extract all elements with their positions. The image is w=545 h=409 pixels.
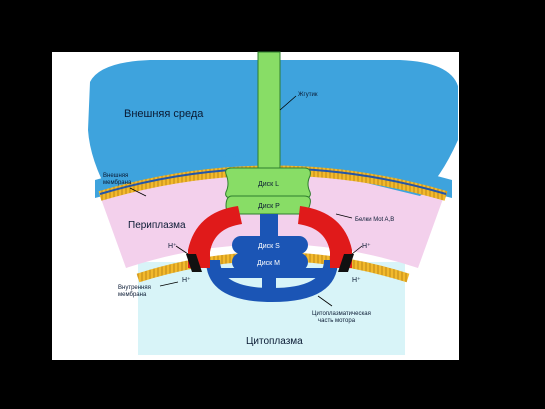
label-periplasm: Периплазма: [128, 220, 186, 231]
label-inner-membrane-line1: Внутренняя: [118, 285, 151, 291]
label-disk-s: Диск S: [258, 243, 280, 250]
mot-protein-left: [188, 206, 242, 268]
label-disk-l: Диск L: [258, 181, 279, 188]
motor-cross-bar: [215, 268, 331, 278]
leader-flagellum: [279, 95, 297, 111]
label-h-plus-in-left: H⁺: [182, 277, 191, 284]
leader-h-right: [351, 245, 363, 255]
label-cytoplasmic-motor-line2: часть мотора: [318, 318, 356, 324]
proton-channel-right: [338, 254, 354, 272]
label-outer-membrane-line1: Внешняя: [103, 173, 128, 179]
label-inner-membrane: Внутренняя мембрана: [118, 285, 153, 298]
label-outer-membrane-line2: мембрана: [103, 180, 132, 186]
label-h-plus-in-right: H⁺: [352, 277, 361, 284]
label-external-medium: Внешняя среда: [124, 108, 204, 120]
leader-inner-membrane: [159, 281, 179, 287]
label-mot-proteins: Белки Mot A,B: [355, 217, 394, 223]
label-h-plus-left: H⁺: [168, 243, 177, 250]
disk-s: [232, 236, 308, 254]
rod: [260, 214, 278, 236]
leader-mot: [335, 213, 353, 219]
label-inner-membrane-line2: мембрана: [118, 292, 147, 298]
label-outer-membrane: Внешняя мембрана: [103, 173, 132, 186]
cytoplasm-region: [138, 262, 405, 355]
leader-outer-membrane: [129, 187, 147, 197]
external-medium-lower: [95, 155, 452, 198]
cytoplasmic-motor-ring: [206, 260, 338, 302]
flagellum-hook: [257, 51, 281, 183]
proton-channel-left: [186, 254, 202, 272]
label-cytoplasm: Цитоплазма: [246, 336, 303, 347]
leader-cyto-motor: [317, 295, 333, 307]
mot-protein-right: [298, 206, 352, 268]
label-cytoplasmic-motor-line1: Цитоплазматическая: [312, 311, 371, 317]
disk-m: [232, 253, 308, 271]
label-disk-m: Диск M: [257, 260, 280, 267]
label-flagellum: Жгутик: [298, 92, 318, 98]
leader-h-left: [175, 245, 189, 255]
label-disk-p: Диск Р: [258, 203, 280, 210]
label-h-plus-right: H⁺: [362, 243, 371, 250]
label-cytoplasmic-motor: Цитоплазматическая часть мотора: [312, 311, 373, 324]
disk-l: [225, 167, 311, 199]
